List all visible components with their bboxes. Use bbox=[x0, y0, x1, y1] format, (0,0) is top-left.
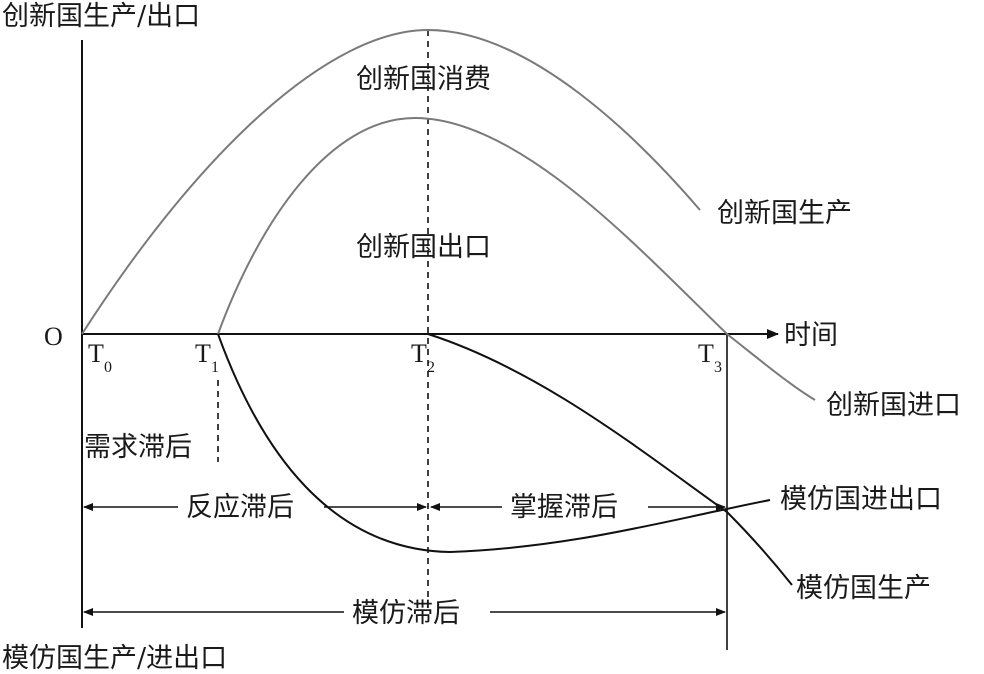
label-imit-import-export: 模仿国进出口 bbox=[780, 484, 942, 515]
svg-text:T: T bbox=[195, 339, 211, 368]
svg-text:T: T bbox=[88, 339, 104, 368]
label-innov-import: 创新国进口 bbox=[826, 390, 961, 421]
tick-t3: T 3 bbox=[698, 339, 722, 376]
tick-t2: T 2 bbox=[411, 339, 435, 376]
tick-t1: T 1 bbox=[195, 339, 219, 376]
label-imitation-lag: 模仿滞后 bbox=[352, 598, 460, 629]
y-axis-bottom-label: 模仿国生产/进出口 bbox=[2, 643, 227, 674]
svg-text:T: T bbox=[698, 339, 714, 368]
tick-t0: T 0 bbox=[88, 339, 112, 376]
imit-production-curve bbox=[427, 333, 793, 586]
innov-consumption-curve bbox=[81, 28, 701, 335]
innov-export-curve bbox=[217, 116, 816, 401]
y-axis-top-label: 创新国生产/出口 bbox=[2, 1, 200, 32]
svg-text:0: 0 bbox=[104, 359, 112, 376]
x-axis-label: 时间 bbox=[784, 320, 838, 351]
label-demand-lag: 需求滞后 bbox=[84, 432, 192, 463]
svg-text:1: 1 bbox=[211, 359, 219, 376]
svg-text:T: T bbox=[411, 339, 427, 368]
label-innov-consumption: 创新国消费 bbox=[356, 64, 491, 95]
label-mastery-lag: 掌握滞后 bbox=[510, 492, 618, 523]
label-imit-production: 模仿国生产 bbox=[796, 573, 931, 604]
imit-import-export-curve bbox=[217, 333, 771, 554]
svg-text:2: 2 bbox=[427, 359, 435, 376]
label-reaction-lag: 反应滞后 bbox=[186, 492, 294, 523]
svg-text:3: 3 bbox=[714, 359, 722, 376]
label-innov-export: 创新国出口 bbox=[356, 232, 491, 263]
origin-label: O bbox=[44, 322, 63, 351]
label-innov-production: 创新国生产 bbox=[717, 198, 852, 229]
